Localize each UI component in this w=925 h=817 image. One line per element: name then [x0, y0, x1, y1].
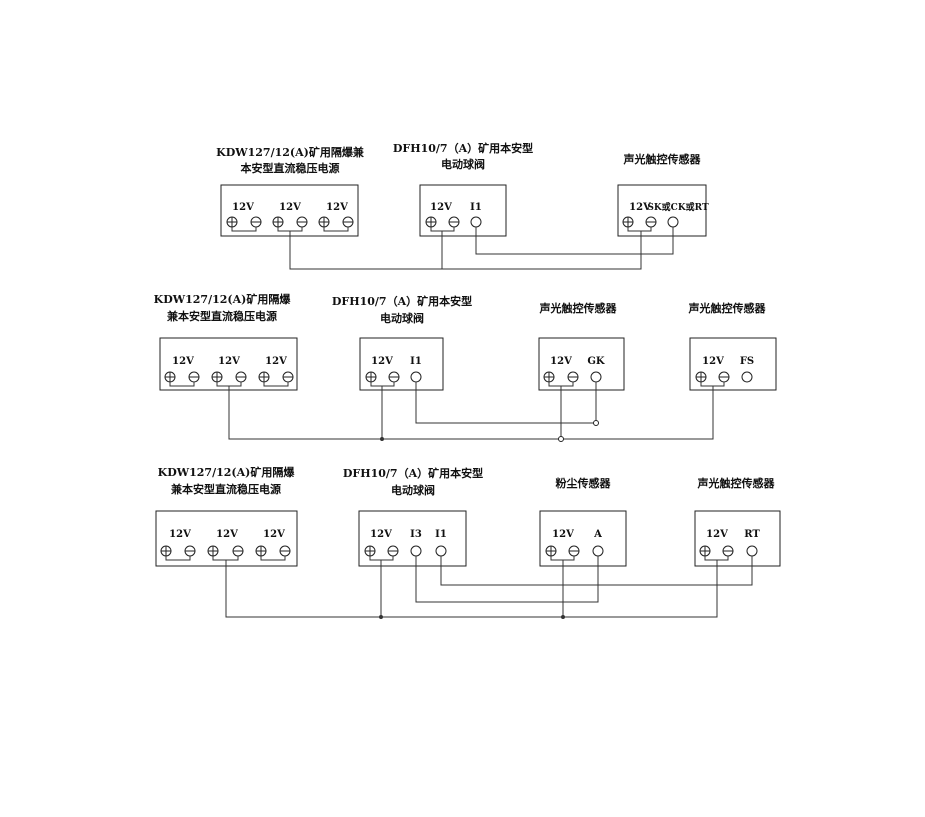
- row1-wiring: [289, 227, 674, 270]
- row2-sensor-2-title: 声光触控传感器: [688, 301, 767, 315]
- row2-sensor-1-title: 声光触控传感器: [539, 301, 618, 315]
- row3-valve-terminal-label-1: 12V: [370, 529, 392, 540]
- row3-sensor-1-box: [539, 510, 627, 567]
- row1-ps-terminals: [226, 216, 354, 228]
- row2-valve-box: [359, 337, 444, 391]
- row1-ps-terminal-label-3: 12V: [326, 202, 348, 213]
- signal-terminal-icon: [470, 216, 482, 228]
- row2-sensor-1-terminal-label-1: 12V: [550, 356, 572, 367]
- signal-terminal-icon: [410, 545, 422, 557]
- row1-sensor-1: 声光触控传感器 12V SK或CK或RT: [617, 152, 709, 237]
- row3-valve-title-2: 电动球阀: [391, 483, 435, 497]
- row3-power-supply-title-2: 兼本安型直流稳压电源: [171, 482, 281, 496]
- row1-ps-terminal-label-2: 12V: [279, 202, 301, 213]
- row2-sensor-2-terminal-label-1: 12V: [702, 356, 724, 367]
- row1-valve-title-1: DFH10/7（A）矿用本安型: [393, 141, 533, 155]
- row3-sensor-2-box: [694, 510, 781, 567]
- row2-sensor-1-box: [538, 337, 625, 391]
- row1-valve: DFH10/7（A）矿用本安型 电动球阀 12V I1: [393, 141, 533, 237]
- row3-ps-terminal-label-2: 12V: [216, 529, 238, 540]
- row1-valve-terminal-label-1: 12V: [430, 202, 452, 213]
- row3-valve: DFH10/7（A）矿用本安型 电动球阀 12V I3 I1: [343, 466, 483, 567]
- row3-ps-terminal-label-3: 12V: [263, 529, 285, 540]
- row3-sensor-1-terminal-label-2: A: [593, 529, 602, 540]
- row3-sensor-2: 声光触控传感器 12V RT: [694, 476, 781, 567]
- row3-valve-terminal-label-3: I1: [435, 529, 447, 540]
- signal-terminal-icon: [410, 371, 422, 383]
- row3-sensor-1-title: 粉尘传感器: [556, 476, 612, 490]
- row2-wiring: [228, 382, 714, 442]
- row1-ps-terminal-label-1: 12V: [232, 202, 254, 213]
- row2-valve-title-1: DFH10/7（A）矿用本安型: [332, 294, 472, 308]
- signal-terminal-icon: [435, 545, 447, 557]
- row2-valve-terminal-label-2: I1: [410, 356, 422, 367]
- signal-terminal-icon: [590, 371, 602, 383]
- row3-valve-box: [358, 510, 467, 567]
- row1-sensor-1-terminal-label-1: 12V: [629, 202, 651, 213]
- row3-valve-title-1: DFH10/7（A）矿用本安型: [343, 466, 483, 480]
- signal-terminal-icon: [741, 371, 753, 383]
- row1-sensor-1-title: 声光触控传感器: [623, 152, 702, 166]
- row1-sensor-1-terminal-label-2: SK或CK或RT: [647, 201, 709, 213]
- row2-sensor-2-box: [689, 337, 777, 391]
- row3-sensor-2-terminal-label-1: 12V: [706, 529, 728, 540]
- row1-valve-terminal-label-2: I1: [470, 202, 482, 213]
- row2-sensor-2-terminal-label-2: FS: [740, 356, 754, 367]
- signal-terminal-icon: [667, 216, 679, 228]
- row3-ps-terminal-label-1: 12V: [169, 529, 191, 540]
- row2-valve: DFH10/7（A）矿用本安型 电动球阀 12V I1: [332, 294, 472, 391]
- signal-terminal-icon: [746, 545, 758, 557]
- row3-power-supply-title-1: KDW127/12(A)矿用隔爆: [158, 465, 296, 479]
- row3-wiring: [225, 556, 753, 619]
- row1-valve-title-2: 电动球阀: [441, 157, 485, 171]
- row1-power-supply-title-1: KDW127/12(A)矿用隔爆兼: [216, 145, 365, 159]
- row2-ps-terminal-label-2: 12V: [218, 356, 240, 367]
- row1-sensor-1-box: [617, 184, 707, 237]
- signal-terminal-icon: [592, 545, 604, 557]
- row2-valve-title-2: 电动球阀: [380, 311, 424, 325]
- row2-power-supply-title-2: 兼本安型直流稳压电源: [167, 309, 277, 323]
- row2-power-supply-title-1: KDW127/12(A)矿用隔爆: [154, 292, 292, 306]
- row3-sensor-2-title: 声光触控传感器: [697, 476, 776, 490]
- row2-valve-terminal-label-1: 12V: [371, 356, 393, 367]
- row2-sensor-1: 声光触控传感器 12V GK: [538, 301, 625, 391]
- row2-sensor-1-terminal-label-2: GK: [587, 356, 605, 367]
- row2-power-supply: KDW127/12(A)矿用隔爆 兼本安型直流稳压电源 12V 12V 12V: [154, 292, 298, 391]
- row1-valve-box: [419, 184, 507, 237]
- row2-ps-terminal-label-1: 12V: [172, 356, 194, 367]
- row3-sensor-2-terminal-label-2: RT: [744, 529, 760, 540]
- row3-valve-terminal-label-2: I3: [410, 529, 422, 540]
- row-3: KDW127/12(A)矿用隔爆 兼本安型直流稳压电源 12V 12V 12V …: [155, 465, 781, 619]
- junction-icon: [558, 436, 564, 442]
- row3-power-supply: KDW127/12(A)矿用隔爆 兼本安型直流稳压电源 12V 12V 12V: [155, 465, 298, 567]
- row2-ps-terminal-label-3: 12V: [265, 356, 287, 367]
- junction-icon: [593, 420, 599, 426]
- row1-power-supply-title-2: 本安型直流稳压电源: [241, 161, 340, 175]
- row-1: KDW127/12(A)矿用隔爆兼 本安型直流稳压电源 12V 12V 12V …: [216, 141, 709, 270]
- row-2: KDW127/12(A)矿用隔爆 兼本安型直流稳压电源 12V 12V 12V …: [154, 292, 777, 442]
- row1-power-supply: KDW127/12(A)矿用隔爆兼 本安型直流稳压电源 12V 12V 12V: [216, 145, 365, 237]
- row3-sensor-1: 粉尘传感器 12V A: [539, 476, 627, 567]
- row3-sensor-1-terminal-label-1: 12V: [552, 529, 574, 540]
- row2-sensor-2: 声光触控传感器 12V FS: [688, 301, 777, 391]
